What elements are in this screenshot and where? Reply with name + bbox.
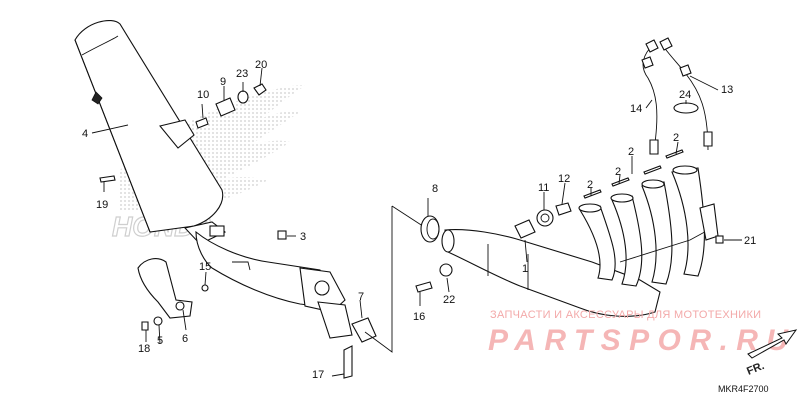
callout-14: 14 bbox=[630, 103, 642, 115]
callout-2b: 2 bbox=[615, 166, 621, 178]
clip-24[interactable] bbox=[673, 102, 699, 114]
washer-22[interactable] bbox=[439, 263, 453, 277]
callout-15: 15 bbox=[199, 261, 211, 273]
callout-5: 5 bbox=[157, 335, 163, 347]
callout-8: 8 bbox=[432, 183, 438, 195]
callout-11: 11 bbox=[538, 182, 549, 194]
callout-12: 12 bbox=[558, 173, 570, 185]
callout-9: 9 bbox=[220, 76, 226, 88]
bolt-21[interactable] bbox=[715, 235, 724, 244]
callout-23: 23 bbox=[236, 68, 248, 80]
o2-sensors[interactable] bbox=[641, 37, 713, 155]
sensor-11[interactable] bbox=[536, 209, 554, 227]
callout-21: 21 bbox=[744, 235, 756, 247]
callout-6: 6 bbox=[182, 333, 188, 345]
leader-lines bbox=[91, 67, 742, 377]
callout-2d: 2 bbox=[673, 132, 679, 144]
callout-18: 18 bbox=[138, 343, 150, 355]
link-pipe[interactable] bbox=[195, 225, 353, 339]
watermark: ЗАПЧАСТИ И АКСЕССУАРЫ ДЛЯ МОТОТЕХНИКИ PA… bbox=[488, 309, 789, 357]
callout-16: 16 bbox=[413, 311, 425, 323]
callout-2c: 2 bbox=[628, 146, 634, 158]
callout-17: 17 bbox=[312, 369, 324, 381]
nut-3[interactable] bbox=[277, 230, 287, 240]
callout-3: 3 bbox=[300, 231, 306, 243]
bolt-18[interactable] bbox=[141, 321, 149, 331]
callout-2a: 2 bbox=[587, 179, 593, 191]
callout-1: 1 bbox=[522, 263, 528, 275]
heat-shield-bracket[interactable] bbox=[137, 258, 193, 319]
bolt-16[interactable] bbox=[415, 281, 433, 293]
exhaust-manifold[interactable] bbox=[441, 165, 719, 317]
callout-7: 7 bbox=[358, 291, 364, 303]
callout-10: 10 bbox=[197, 89, 209, 101]
gasket-8[interactable] bbox=[420, 215, 440, 243]
washer-5[interactable] bbox=[153, 316, 163, 326]
callout-22: 22 bbox=[443, 294, 455, 306]
callout-4: 4 bbox=[82, 128, 88, 140]
callout-labels: 4 19 3 6 5 18 15 7 17 8 16 22 1 11 12 10… bbox=[82, 59, 756, 381]
muffler-mount-hardware[interactable] bbox=[195, 83, 267, 129]
watermark-logo: PARTSPOR.RU bbox=[488, 324, 789, 357]
diagram-code: MKR4F2700 bbox=[718, 384, 769, 394]
callout-19: 19 bbox=[96, 199, 108, 211]
front-label: FR. bbox=[745, 360, 766, 378]
bolt-19[interactable] bbox=[99, 175, 116, 183]
callout-13: 13 bbox=[721, 84, 733, 96]
nut-15[interactable] bbox=[201, 284, 209, 292]
callout-24: 24 bbox=[679, 89, 691, 101]
watermark-caption: ЗАПЧАСТИ И АКСЕССУАРЫ ДЛЯ МОТОТЕХНИКИ bbox=[490, 309, 761, 321]
plug-12[interactable] bbox=[555, 202, 572, 216]
callout-20: 20 bbox=[255, 59, 267, 71]
